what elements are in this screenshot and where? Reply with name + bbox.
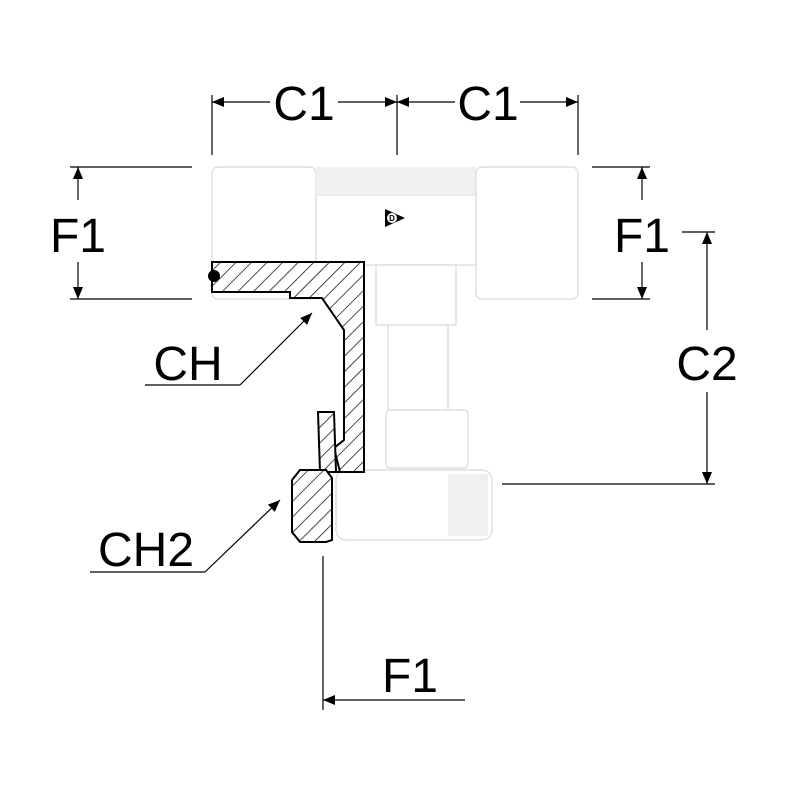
dunlop-logo-icon: D [385, 209, 405, 227]
svg-text:D: D [389, 214, 395, 223]
f1-bottom-label: F1 [382, 650, 438, 703]
f1-right-label: F1 [614, 210, 670, 263]
c1-right-label: C1 [457, 78, 518, 131]
section-cut [208, 261, 365, 543]
c1-left-label: C1 [273, 78, 334, 131]
ch-label: CH [153, 338, 222, 391]
ch2-label: CH2 [98, 524, 194, 577]
ch-leader [239, 312, 313, 386]
c2-label: C2 [676, 338, 737, 391]
f1-left-label: F1 [50, 210, 106, 263]
ch2-leader [204, 499, 281, 573]
